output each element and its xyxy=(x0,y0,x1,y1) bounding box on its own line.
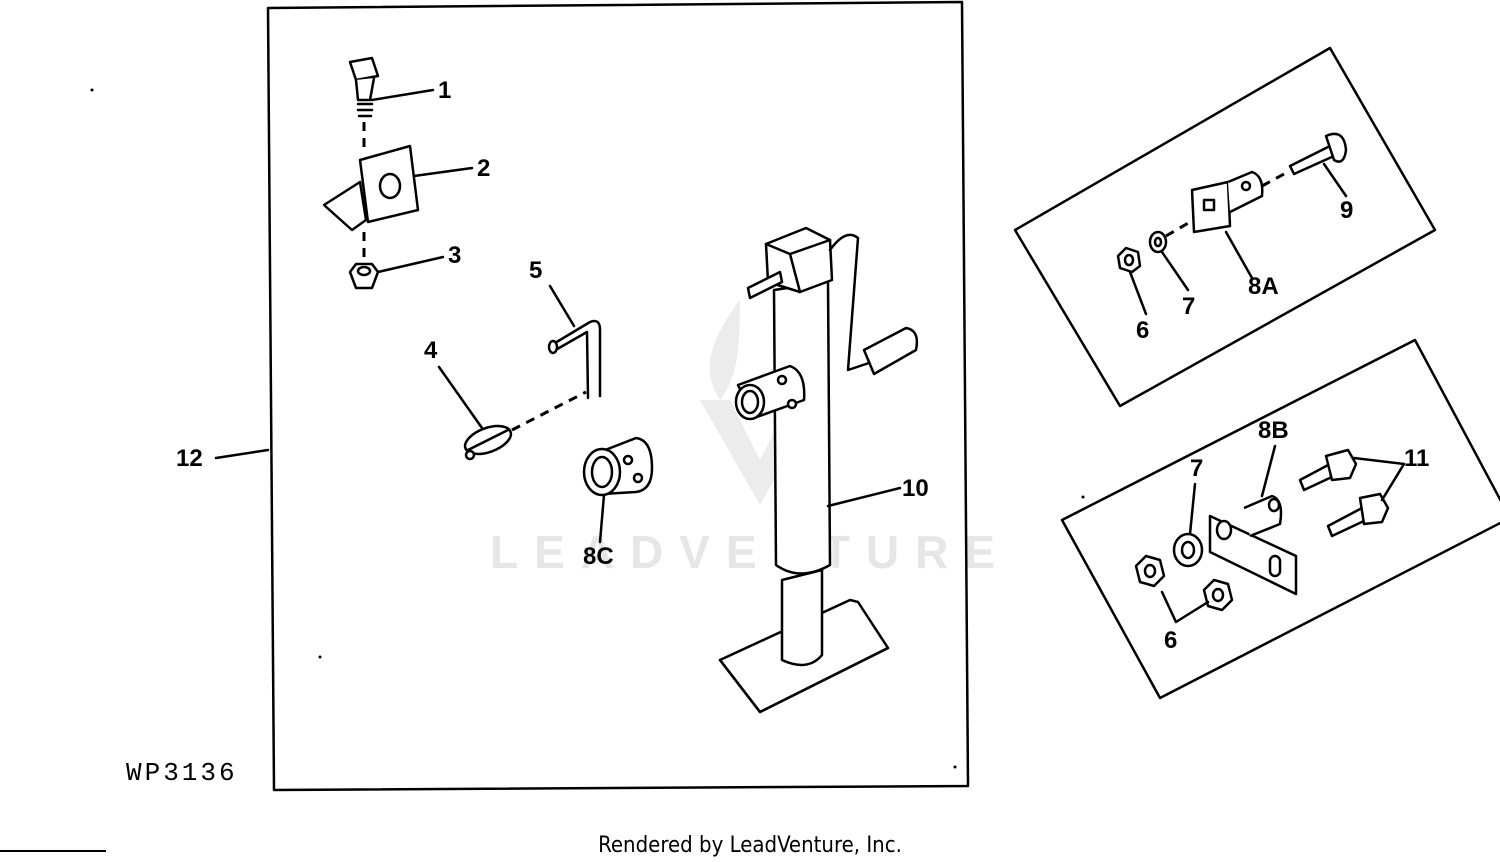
callout-1: 1 xyxy=(438,77,451,104)
bolt-part-11-lower xyxy=(1326,492,1390,538)
lower-insert-frame xyxy=(1060,338,1500,700)
drawing-code: WP3136 xyxy=(126,758,238,788)
bracket-part-8b xyxy=(1208,494,1298,596)
upper-assembly-line-left xyxy=(1165,220,1191,238)
callout-4: 4 xyxy=(424,337,438,364)
stray-dot xyxy=(90,88,94,92)
callout-2: 2 xyxy=(477,155,490,182)
stray-dot xyxy=(1081,495,1085,499)
bolt-part-1 xyxy=(348,56,380,118)
bolt-part-11-upper xyxy=(1298,448,1358,492)
callout-7-upper: 7 xyxy=(1182,293,1195,320)
bracket-part-8a xyxy=(1190,170,1264,234)
callout-9: 9 xyxy=(1340,197,1353,224)
pin-clip-link-line xyxy=(511,390,587,432)
callout-7-lower: 7 xyxy=(1190,455,1203,482)
callout-12: 12 xyxy=(176,445,203,472)
washer-part-7-lower xyxy=(1172,532,1204,568)
callout-6-lower: 6 xyxy=(1164,627,1177,654)
nut-part-6-lower-a xyxy=(1134,554,1166,588)
clip-part-4 xyxy=(463,424,513,461)
stray-dot xyxy=(318,655,322,659)
callout-8b: 8B xyxy=(1258,417,1289,444)
callout-3: 3 xyxy=(448,242,461,269)
callout-8c: 8C xyxy=(583,543,614,570)
nut-part-6-upper xyxy=(1116,246,1142,274)
collar-part-8c xyxy=(582,436,654,497)
callout-5: 5 xyxy=(529,257,542,284)
footer-credit: Rendered by LeadVenture, Inc. xyxy=(598,833,902,858)
callout-11: 11 xyxy=(1404,445,1429,472)
callout-6-upper: 6 xyxy=(1136,317,1149,344)
washer-part-7-upper xyxy=(1148,230,1168,254)
bracket-part-2 xyxy=(322,144,420,232)
stray-dot xyxy=(953,765,957,769)
watermark-text: LEADVENTURE xyxy=(490,526,1011,578)
callout-8a: 8A xyxy=(1248,273,1279,300)
jack-part-10 xyxy=(718,226,919,714)
main-frame xyxy=(266,0,970,792)
nut-part-6-lower-b xyxy=(1202,578,1234,612)
nut-part-3 xyxy=(348,262,380,290)
upper-assembly-line-right xyxy=(1261,172,1285,188)
upper-insert-frame xyxy=(1013,46,1437,408)
leader-lines xyxy=(214,88,1406,624)
callout-10: 10 xyxy=(902,475,929,502)
pin-part-5 xyxy=(547,319,602,400)
bolt-part-9 xyxy=(1288,132,1348,176)
